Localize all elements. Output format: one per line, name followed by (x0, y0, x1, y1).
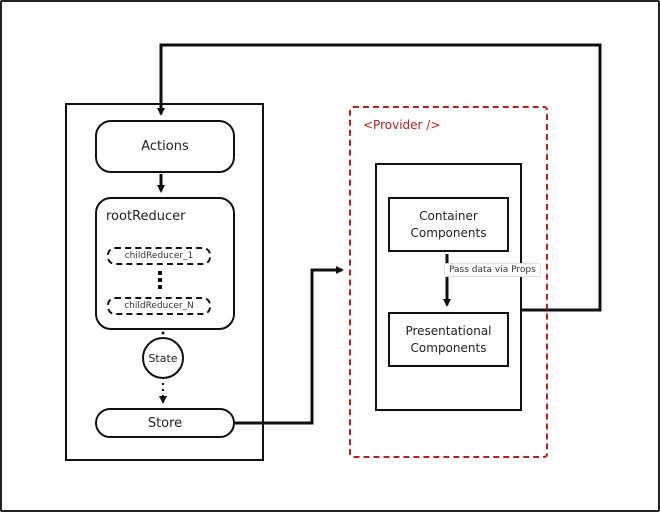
provider-boundary: <Provider /> (349, 106, 548, 458)
presentational-label-line1: Presentational (405, 323, 492, 338)
presentational-label-line2: Components (410, 340, 487, 355)
actions-node: Actions (95, 120, 235, 173)
ellipsis-dots (158, 271, 162, 289)
root-reducer-node: rootReducer childReducer_1 childReducer_… (95, 197, 235, 330)
redux-panel (65, 103, 264, 461)
store-to-provider-arrow (235, 266, 344, 425)
child-reducer-1-label: childReducer_1 (124, 251, 194, 261)
container-label-line1: Container (419, 208, 478, 223)
container-label-line2: Components (410, 225, 487, 240)
provider-label: <Provider /> (363, 118, 441, 132)
feedback-loop-arrow (157, 43, 602, 312)
store-label: Store (147, 415, 183, 431)
components-panel (375, 163, 522, 411)
root-reducer-label: rootReducer (106, 209, 186, 224)
presentational-components-node: Presentational Components (388, 312, 509, 367)
reducer-state-dot (161, 331, 165, 335)
container-components-node: Container Components (388, 197, 509, 252)
child-reducer-n-label: childReducer_N (124, 301, 194, 311)
props-edge-label: Pass data via Props (444, 263, 541, 277)
state-node: State (142, 337, 184, 379)
state-label: State (148, 351, 178, 365)
child-reducer-1: childReducer_1 (107, 247, 211, 265)
child-reducer-n: childReducer_N (107, 297, 211, 315)
store-node: Store (95, 408, 235, 438)
actions-label: Actions (141, 139, 189, 154)
